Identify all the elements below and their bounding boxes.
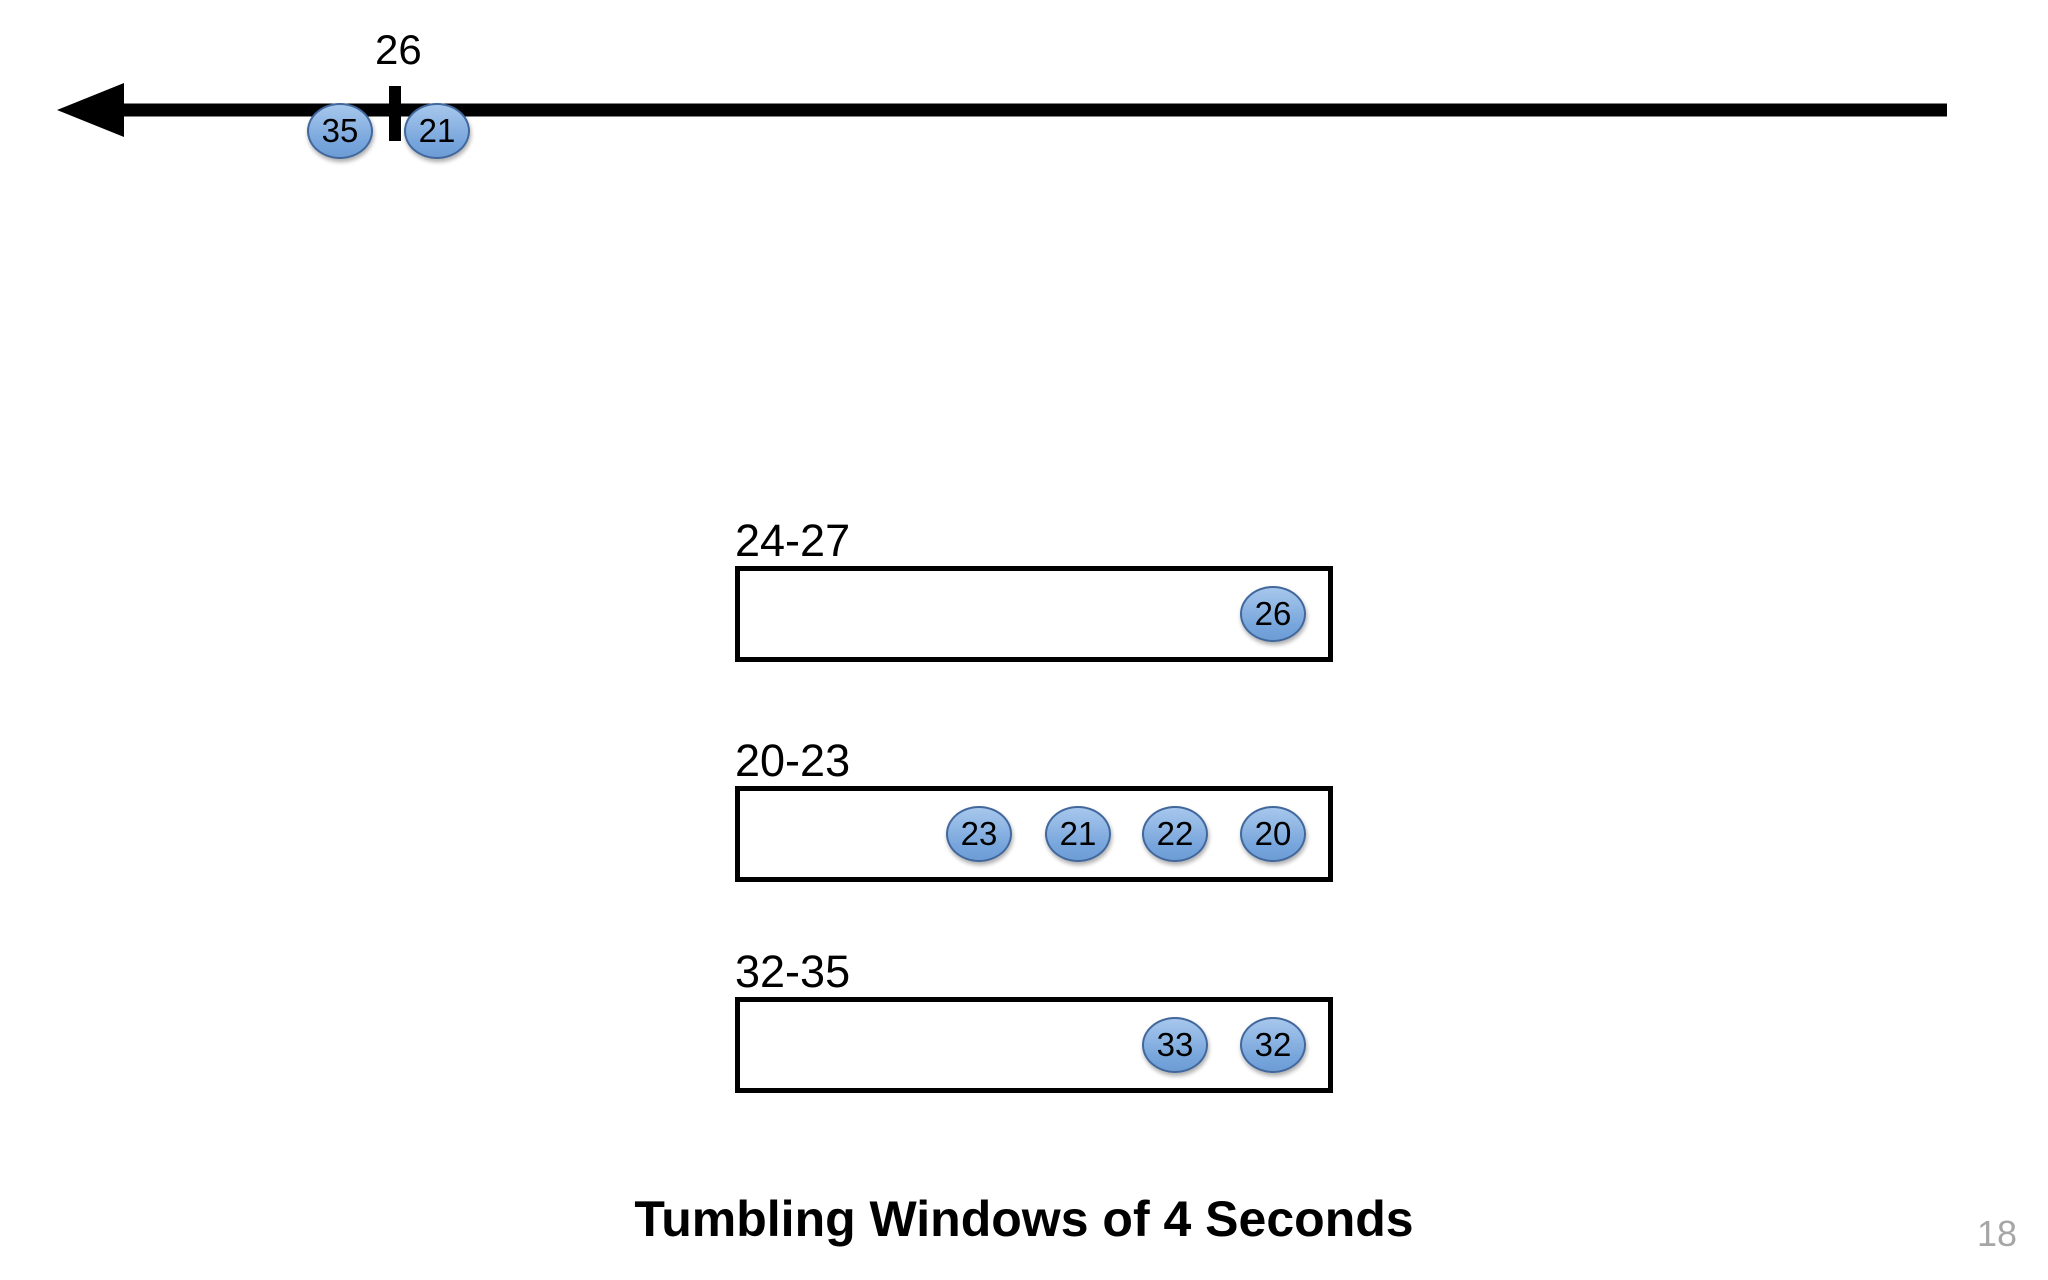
window-box-24-27: 26 bbox=[735, 566, 1333, 662]
event-value: 35 bbox=[321, 111, 359, 149]
event-value: 20 bbox=[1254, 814, 1292, 852]
window-event-21: 21 bbox=[1045, 806, 1111, 862]
window-event-22: 22 bbox=[1142, 806, 1208, 862]
window-event-26: 26 bbox=[1240, 586, 1306, 642]
window-box-20-23: 23 21 22 20 bbox=[735, 786, 1333, 882]
window-row-32-35: 32-35 33 32 bbox=[735, 947, 1333, 1093]
window-row-24-27: 24-27 26 bbox=[735, 516, 1333, 662]
window-label-20-23: 20-23 bbox=[735, 734, 851, 786]
timeline-axis-icon bbox=[57, 83, 1947, 141]
window-label-32-35: 32-35 bbox=[735, 945, 851, 997]
window-event-33: 33 bbox=[1142, 1017, 1208, 1073]
event-value: 23 bbox=[960, 814, 998, 852]
event-value: 21 bbox=[1059, 814, 1097, 852]
window-event-20: 20 bbox=[1240, 806, 1306, 862]
event-value: 26 bbox=[1254, 594, 1292, 632]
event-value: 32 bbox=[1254, 1025, 1292, 1063]
page-number: 18 bbox=[1977, 1213, 2018, 1254]
stream-event-21: 21 bbox=[404, 103, 470, 159]
event-value: 33 bbox=[1156, 1025, 1194, 1063]
timeline-tick-label-26: 26 bbox=[375, 26, 422, 73]
event-value: 22 bbox=[1156, 814, 1194, 852]
stream-event-35: 35 bbox=[307, 103, 373, 159]
window-event-23: 23 bbox=[946, 806, 1012, 862]
slide-title: Tumbling Windows of 4 Seconds bbox=[634, 1191, 1414, 1247]
event-stream-timeline: 26 35 21 bbox=[0, 0, 2048, 220]
window-row-20-23: 20-23 23 21 22 20 bbox=[735, 736, 1333, 882]
window-label-24-27: 24-27 bbox=[735, 514, 851, 566]
window-event-32: 32 bbox=[1240, 1017, 1306, 1073]
window-box-32-35: 33 32 bbox=[735, 997, 1333, 1093]
event-value: 21 bbox=[418, 111, 456, 149]
